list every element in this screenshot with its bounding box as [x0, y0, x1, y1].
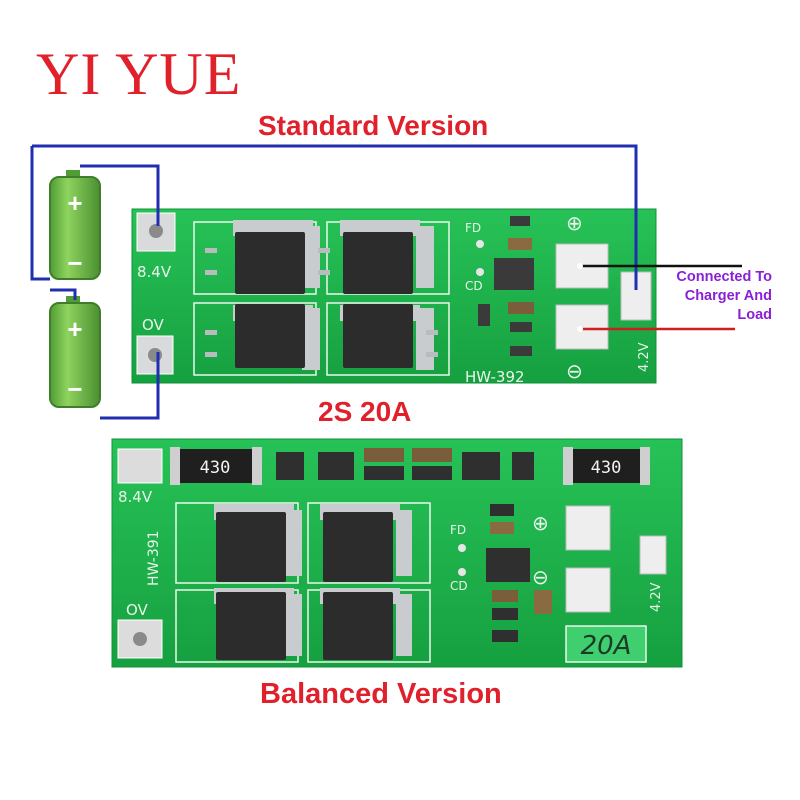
connection-callout: Connected To Charger And Load: [642, 268, 772, 325]
wiring: [30, 144, 638, 420]
bal-label-0v: OV: [126, 601, 149, 619]
bal-label-cd: CD: [450, 579, 468, 593]
battery-top-minus: −: [67, 248, 82, 278]
bal-minus-symbol: ⊖: [532, 565, 549, 589]
std-model-label: HW-392: [465, 368, 525, 386]
balanced-version-title: Balanced Version: [260, 678, 502, 710]
std-label-8v4: 8.4V: [137, 263, 172, 281]
battery-bottom-plus: +: [67, 314, 82, 344]
resistor-left-label: 430: [200, 458, 231, 478]
callout-line-2: Charger And: [684, 288, 772, 304]
standard-version-title: Standard Version: [258, 110, 489, 141]
rating-badge: 20A: [581, 631, 632, 661]
mosfet-chip: [235, 232, 413, 368]
standard-pcb-board: 8.4V OV FD CD HW-392 ⊕ ⊖ 4.2V: [131, 208, 657, 386]
balanced-pcb-board: 430 430: [111, 438, 683, 668]
std-label-4v2: 4.2V: [637, 342, 652, 372]
battery-bottom-minus: −: [67, 374, 82, 404]
callout-line-1: Connected To: [676, 269, 772, 285]
model-title: 2S 20A: [318, 396, 412, 427]
brand-logo-text: YI YUE: [36, 41, 242, 107]
resistor-right-label: 430: [591, 458, 622, 478]
std-label-cd: CD: [465, 279, 483, 293]
std-label-fd: FD: [465, 221, 481, 235]
battery-top-plus: +: [67, 188, 82, 218]
bal-plus-symbol: ⊕: [532, 511, 549, 535]
battery-cell-top: + −: [49, 170, 101, 280]
bal-model-label: HW-391: [146, 530, 162, 586]
battery-cell-bottom: + −: [49, 296, 101, 408]
bal-label-4v2: 4.2V: [649, 582, 664, 612]
callout-line-3: Load: [737, 307, 772, 323]
std-minus-symbol: ⊖: [566, 359, 583, 383]
bal-label-fd: FD: [450, 523, 466, 537]
std-plus-symbol: ⊕: [566, 211, 583, 235]
std-label-0v: OV: [142, 316, 165, 334]
bal-label-8v4: 8.4V: [118, 488, 153, 506]
